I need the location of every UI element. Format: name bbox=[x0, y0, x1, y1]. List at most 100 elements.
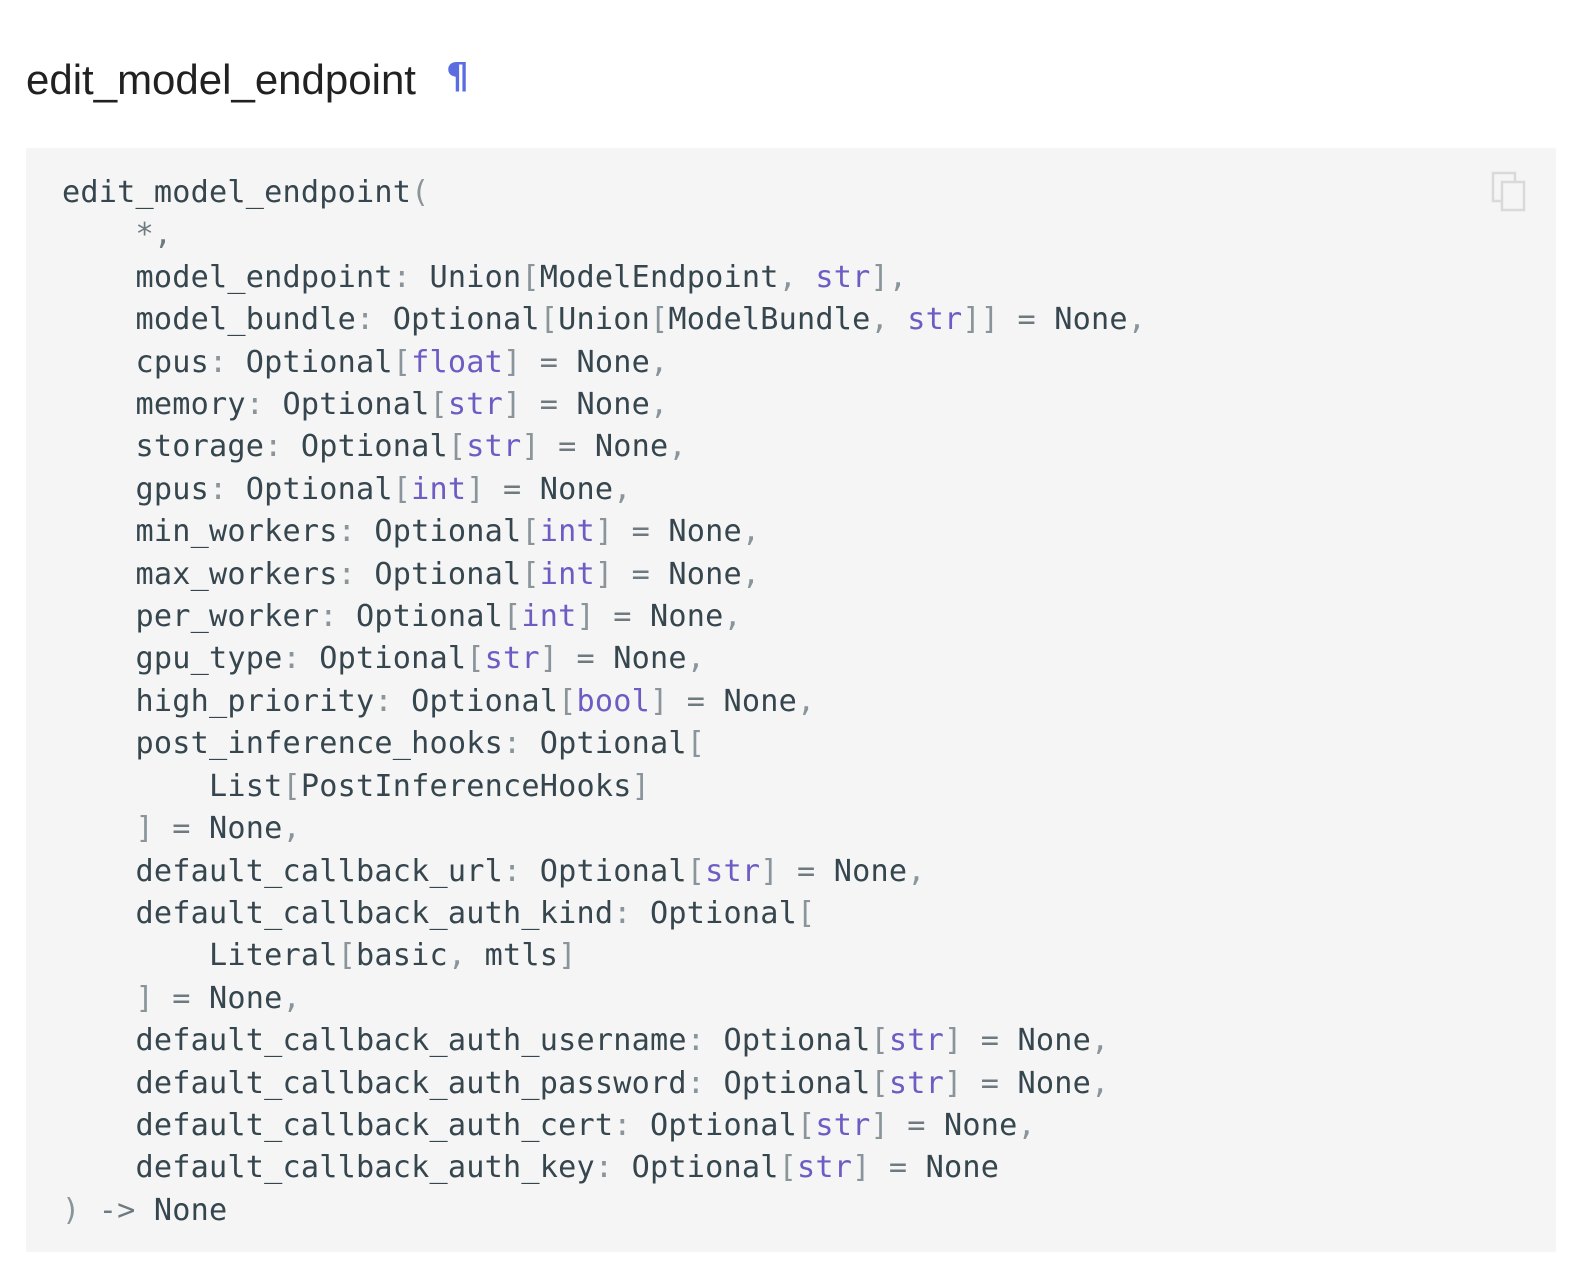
type-name: Optional bbox=[374, 556, 522, 592]
builtin-type: float bbox=[411, 344, 503, 380]
param-name: default_callback_auth_kind bbox=[135, 895, 614, 931]
param-per-worker: per_worker: Optional[int] = None, bbox=[62, 599, 742, 634]
punctuation: [ bbox=[539, 302, 559, 338]
default-value: None bbox=[833, 853, 908, 889]
close-paren: ) bbox=[62, 1192, 81, 1228]
colon: : bbox=[319, 599, 338, 635]
param-post-inference-hooks: post_inference_hooks: Optional[ List[Pos… bbox=[62, 726, 705, 846]
param-gpus: gpus: Optional[int] = None, bbox=[62, 472, 632, 507]
heading-title: edit_model_endpoint bbox=[26, 56, 416, 103]
default-value: None bbox=[209, 811, 283, 847]
colon: : bbox=[686, 1065, 706, 1101]
equals: = bbox=[797, 853, 816, 889]
default-value: None bbox=[668, 514, 742, 550]
return-type: None bbox=[153, 1192, 228, 1228]
param-name: default_callback_auth_password bbox=[135, 1065, 687, 1101]
punctuation: [ bbox=[870, 1023, 889, 1059]
punctuation: ] bbox=[852, 1150, 871, 1186]
param-name: gpus bbox=[135, 471, 209, 507]
type-name: basic bbox=[356, 938, 448, 974]
punctuation: ] bbox=[870, 259, 889, 295]
equals: = bbox=[980, 1065, 1000, 1101]
comma: , bbox=[907, 853, 926, 889]
builtin-type: str bbox=[484, 641, 540, 677]
punctuation: ] bbox=[576, 599, 595, 635]
punctuation: [ bbox=[797, 895, 816, 931]
punctuation: [ bbox=[521, 259, 540, 295]
default-value: None bbox=[1017, 1065, 1091, 1101]
param-memory: memory: Optional[str] = None, bbox=[62, 387, 669, 423]
punctuation: ] bbox=[594, 514, 614, 550]
colon: : bbox=[356, 302, 375, 338]
param-name: default_callback_auth_key bbox=[135, 1150, 595, 1186]
punctuation: ] bbox=[135, 811, 154, 847]
builtin-type: str bbox=[797, 1150, 853, 1186]
comma: , bbox=[686, 641, 706, 677]
default-value: None bbox=[209, 980, 283, 1016]
param-cpus: cpus: Optional[float] = None, bbox=[62, 344, 669, 380]
type-name: Optional bbox=[319, 641, 467, 677]
code-block: edit_model_endpoint( *, model_endpoint: … bbox=[26, 148, 1556, 1252]
type-name: Literal bbox=[209, 938, 338, 974]
param-model-endpoint: model_endpoint: Union[ModelEndpoint, str… bbox=[62, 259, 908, 295]
default-value: None bbox=[668, 556, 742, 592]
type-name: mtls bbox=[484, 938, 559, 974]
type-name: Optional bbox=[723, 1065, 871, 1101]
comma: , bbox=[650, 387, 669, 423]
code-line-return: ) -> None bbox=[62, 1193, 227, 1228]
param-name: model_bundle bbox=[135, 302, 356, 338]
builtin-type: str bbox=[907, 302, 963, 338]
type-name: Optional bbox=[539, 726, 687, 762]
colon: : bbox=[613, 895, 632, 931]
equals: = bbox=[888, 1150, 908, 1186]
punctuation: , bbox=[870, 302, 908, 338]
comma: , bbox=[282, 980, 301, 1016]
signature-code: edit_model_endpoint( *, model_endpoint: … bbox=[62, 172, 1146, 1232]
punctuation: [ bbox=[392, 471, 412, 507]
type-name: Optional bbox=[631, 1150, 779, 1186]
type-name: Optional bbox=[392, 302, 540, 338]
copy-button[interactable] bbox=[1490, 170, 1530, 214]
type-name: Optional bbox=[723, 1023, 871, 1059]
param-default-callback-auth-username: default_callback_auth_username: Optional… bbox=[62, 1023, 1110, 1059]
builtin-type: bool bbox=[576, 683, 650, 719]
punctuation: ] bbox=[943, 1023, 963, 1059]
punctuation: [ bbox=[337, 938, 356, 974]
permalink-icon[interactable]: ¶ bbox=[445, 55, 469, 97]
comma: , bbox=[282, 811, 301, 847]
punctuation: ] bbox=[870, 1107, 889, 1143]
punctuation: ] bbox=[594, 556, 614, 592]
punctuation: , bbox=[447, 938, 485, 974]
type-name: List bbox=[209, 768, 283, 804]
punctuation: [ bbox=[392, 344, 412, 380]
type-name: Union bbox=[429, 259, 522, 295]
type-name: Optional bbox=[300, 429, 448, 465]
default-value: None bbox=[925, 1150, 1000, 1186]
type-name: PostInferenceHooks bbox=[300, 768, 632, 804]
keyword-only-star: *, bbox=[135, 217, 173, 253]
comma: , bbox=[741, 556, 761, 592]
param-name: per_worker bbox=[135, 599, 320, 635]
param-name: model_endpoint bbox=[135, 259, 393, 295]
default-value: None bbox=[723, 683, 797, 719]
punctuation: ] bbox=[539, 641, 559, 677]
param-high-priority: high_priority: Optional[bool] = None, bbox=[62, 683, 816, 719]
punctuation: [ bbox=[503, 599, 522, 635]
equals: = bbox=[503, 471, 522, 507]
equals: = bbox=[558, 429, 577, 465]
type-name: Optional bbox=[245, 471, 393, 507]
punctuation: [ bbox=[466, 641, 485, 677]
param-name: default_callback_auth_cert bbox=[135, 1107, 614, 1143]
punctuation: [ bbox=[558, 683, 577, 719]
default-value: None bbox=[1017, 1023, 1091, 1059]
comma: , bbox=[797, 683, 816, 719]
equals: = bbox=[980, 1023, 1000, 1059]
colon: : bbox=[209, 471, 228, 507]
code-line-function: edit_model_endpoint( bbox=[62, 175, 430, 210]
function-heading: edit_model_endpoint ¶ bbox=[26, 50, 469, 110]
colon: : bbox=[594, 1150, 614, 1186]
return-arrow: -> bbox=[98, 1192, 136, 1228]
param-name: default_callback_url bbox=[135, 853, 503, 889]
type-name: Optional bbox=[356, 599, 503, 635]
